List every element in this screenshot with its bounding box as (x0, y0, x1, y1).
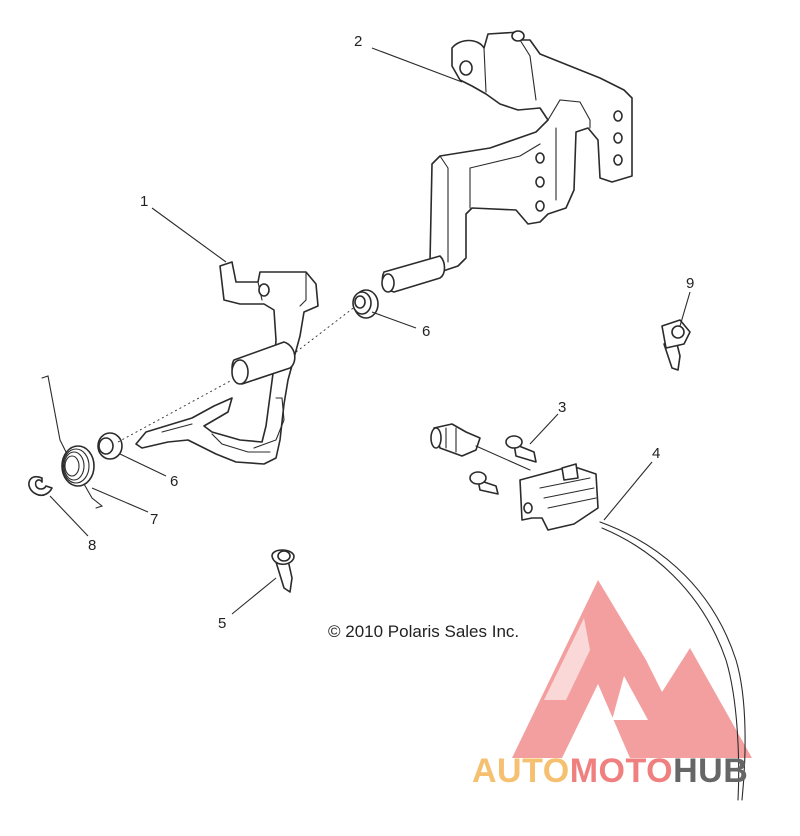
callout-numbers: 1 2 3 4 5 6 6 7 8 9 (88, 33, 694, 632)
e-clip (28, 475, 53, 497)
callout-7: 7 (150, 511, 158, 528)
callout-1: 1 (140, 193, 148, 210)
callout-9: 9 (686, 275, 694, 292)
clevis-pin-5 (271, 549, 295, 593)
callout-6-upper: 6 (422, 323, 430, 340)
callout-2: 2 (354, 33, 362, 50)
bushing-lower (97, 432, 123, 460)
bushing-upper (352, 289, 379, 319)
pins (469, 435, 537, 495)
callout-8: 8 (88, 537, 96, 554)
callout-3: 3 (558, 399, 566, 416)
watermark-word-hub: HUB (673, 752, 749, 790)
brake-cable (430, 423, 746, 801)
callout-5: 5 (218, 615, 226, 632)
watermark-text: AUTOMOTOHUB (472, 752, 748, 791)
pedal-bracket (381, 30, 633, 293)
watermark-logo (512, 580, 752, 758)
assembly-axis-lower (117, 379, 233, 443)
callout-4: 4 (652, 445, 660, 462)
clevis-pin-9 (661, 319, 691, 371)
assembly-axis-upper (295, 305, 357, 353)
watermark-word-auto: AUTO (472, 752, 570, 790)
leader-lines (49, 47, 691, 615)
watermark-word-moto: MOTO (569, 752, 674, 790)
return-spring (41, 375, 104, 509)
copyright-notice: © 2010 Polaris Sales Inc. (328, 622, 520, 641)
pedal-arm (135, 261, 319, 465)
callout-6-lower: 6 (170, 473, 178, 490)
